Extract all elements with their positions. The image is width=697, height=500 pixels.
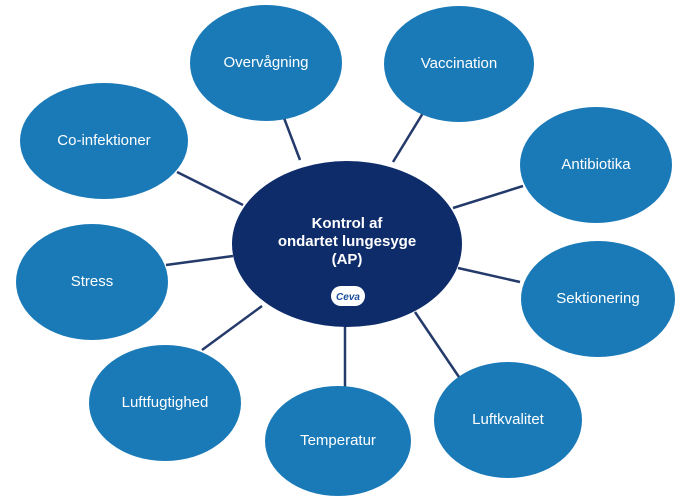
node-co-infektioner: Co-infektioner xyxy=(20,83,188,199)
node-label: Sektionering xyxy=(556,290,639,307)
node-label: Temperatur xyxy=(300,432,376,449)
node-vaccination: Vaccination xyxy=(384,6,534,122)
connector-co-infektioner xyxy=(176,170,244,207)
node-luftkvalitet: Luftkvalitet xyxy=(434,362,582,478)
node-stress: Stress xyxy=(16,224,168,340)
node-label: Antibiotika xyxy=(561,156,631,173)
center-title-line-2: ondartet lungesyge xyxy=(278,233,416,250)
ceva-logo: Ceva xyxy=(331,286,365,306)
center-node: Kontrol af ondartet lungesyge (AP) Ceva xyxy=(232,161,462,327)
node-label: Stress xyxy=(71,273,114,290)
node-antibiotika: Antibiotika xyxy=(520,107,672,223)
connector-vaccination xyxy=(391,112,425,163)
center-title-line-3: (AP) xyxy=(332,251,363,268)
node-label: Vaccination xyxy=(421,55,497,72)
node-luftfugtighed: Luftfugtighed xyxy=(89,345,241,461)
node-sektionering: Sektionering xyxy=(521,241,675,357)
connectors xyxy=(165,112,524,388)
connector-luftkvalitet xyxy=(413,311,463,381)
node-overvagning: Overvågning xyxy=(190,5,342,121)
node-label: Luftkvalitet xyxy=(472,411,545,428)
connector-stress xyxy=(165,254,234,267)
node-temperatur: Temperatur xyxy=(265,386,411,496)
connector-antibiotika xyxy=(452,184,524,210)
connector-luftfugtighed xyxy=(201,304,263,352)
node-label: Overvågning xyxy=(223,54,308,71)
logo-text: Ceva xyxy=(336,292,360,303)
node-label: Co-infektioner xyxy=(57,132,150,149)
connector-sektionering xyxy=(457,266,521,284)
connector-overvagning xyxy=(282,117,302,161)
node-label: Luftfugtighed xyxy=(122,394,209,411)
center-title-line-1: Kontrol af xyxy=(312,215,384,232)
